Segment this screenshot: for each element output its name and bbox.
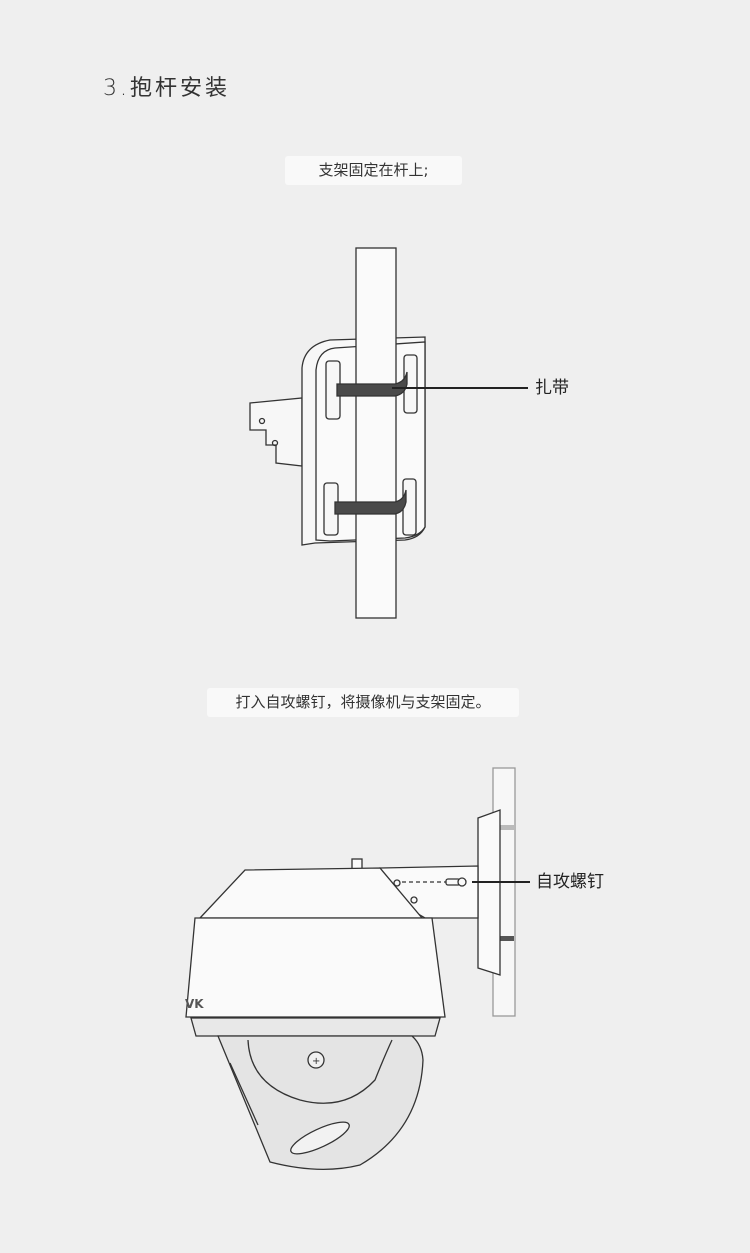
svg-text:+: + (312, 1056, 320, 1067)
callout-label-strap: 扎带 (535, 378, 569, 398)
logo: VK (185, 997, 204, 1011)
step-2-caption: 打入自攻螺钉，将摄像机与支架固定。 (207, 688, 519, 717)
step-1-caption: 支架固定在杆上; (285, 156, 462, 185)
section-title: 3.抱杆安装 (103, 76, 230, 101)
camera-main-housing (185, 917, 446, 1018)
bracket-plate (477, 809, 501, 976)
callout-label-screw: 自攻螺钉 (536, 872, 604, 892)
camera-ring (190, 1017, 441, 1037)
camera-mount-illustration: + VK (185, 767, 530, 1170)
strap-bottom (334, 489, 407, 515)
bracket-side-flange (249, 397, 303, 467)
screw-icon (307, 1051, 325, 1069)
pole (355, 247, 397, 619)
strap-top (336, 371, 408, 397)
pole-bracket-illustration (249, 247, 528, 619)
